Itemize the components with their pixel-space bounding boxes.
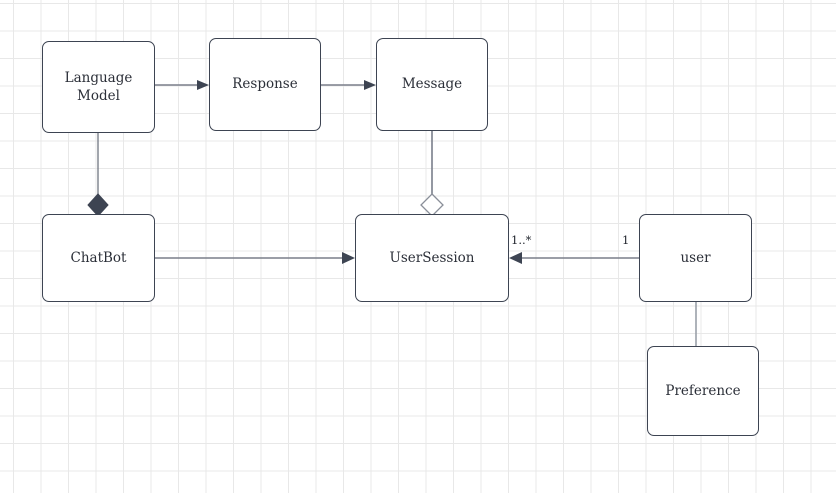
edge-languagemodel-chatbot — [87, 133, 109, 217]
edge-user-usersession — [509, 252, 639, 264]
node-response-label: Response — [232, 76, 298, 93]
edge-languagemodel-response — [155, 80, 209, 90]
node-message-label: Message — [401, 76, 463, 93]
edge-chatbot-usersession — [155, 252, 355, 264]
node-message[interactable]: Message — [376, 38, 488, 131]
node-language-model-label: Language Model — [64, 69, 133, 104]
node-preference-label: Preference — [665, 382, 741, 399]
multiplicity-label-user: 1 — [622, 233, 630, 247]
node-language-model[interactable]: Language Model — [42, 41, 155, 133]
node-chatbot[interactable]: ChatBot — [42, 214, 155, 302]
node-usersession[interactable]: UserSession — [355, 214, 509, 302]
node-preference[interactable]: Preference — [647, 346, 759, 436]
multiplicity-label-usersession: 1..* — [511, 233, 532, 247]
edge-message-usersession — [420, 131, 444, 217]
node-user-label: user — [680, 249, 711, 266]
node-user[interactable]: user — [639, 214, 752, 302]
edge-response-message — [321, 80, 376, 90]
node-usersession-label: UserSession — [389, 249, 475, 266]
node-response[interactable]: Response — [209, 38, 321, 131]
node-chatbot-label: ChatBot — [70, 249, 127, 266]
